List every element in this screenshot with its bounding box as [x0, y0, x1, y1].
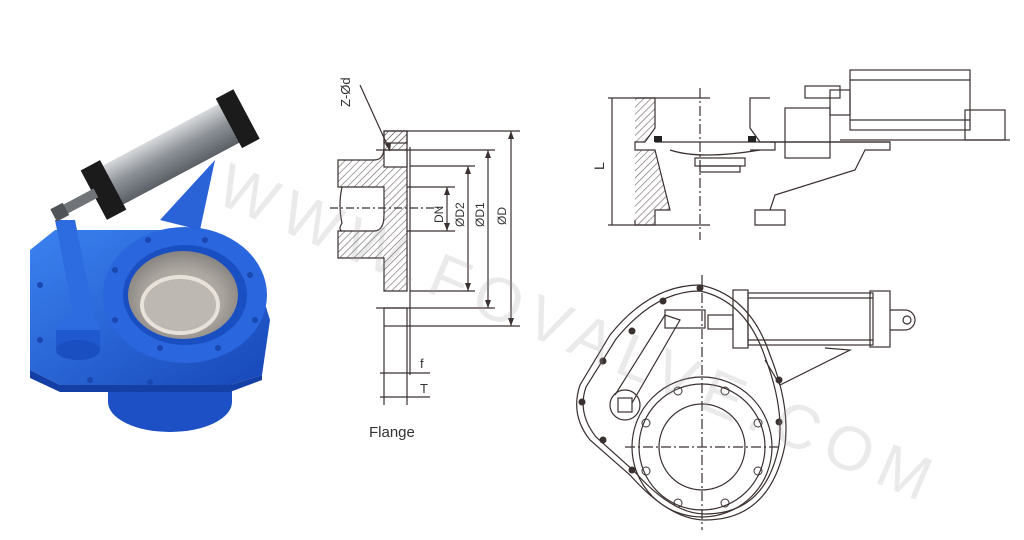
- label-l: L: [591, 162, 607, 170]
- label-t: T: [420, 381, 428, 396]
- label-od: ØD: [495, 207, 509, 225]
- label-od2: ØD2: [453, 202, 467, 227]
- flange-cross-section: Z-Ød DN ØD2 ØD1 ØD f T: [330, 77, 520, 405]
- flange-drawing: Z-Ød DN ØD2 ØD1 ØD f T: [330, 55, 520, 415]
- valve-photo-illustration: [30, 89, 270, 432]
- label-dn: DN: [432, 206, 446, 223]
- top-view-plan: [576, 275, 916, 530]
- label-z-od: Z-Ød: [338, 77, 353, 107]
- label-od1: ØD1: [473, 202, 487, 227]
- side-view-drawing: L: [590, 60, 1020, 240]
- label-f: f: [420, 356, 424, 371]
- flange-caption: Flange: [369, 424, 415, 441]
- side-view-section: L: [591, 69, 1010, 240]
- top-view-drawing: [570, 265, 930, 535]
- valve-photo: [0, 80, 300, 460]
